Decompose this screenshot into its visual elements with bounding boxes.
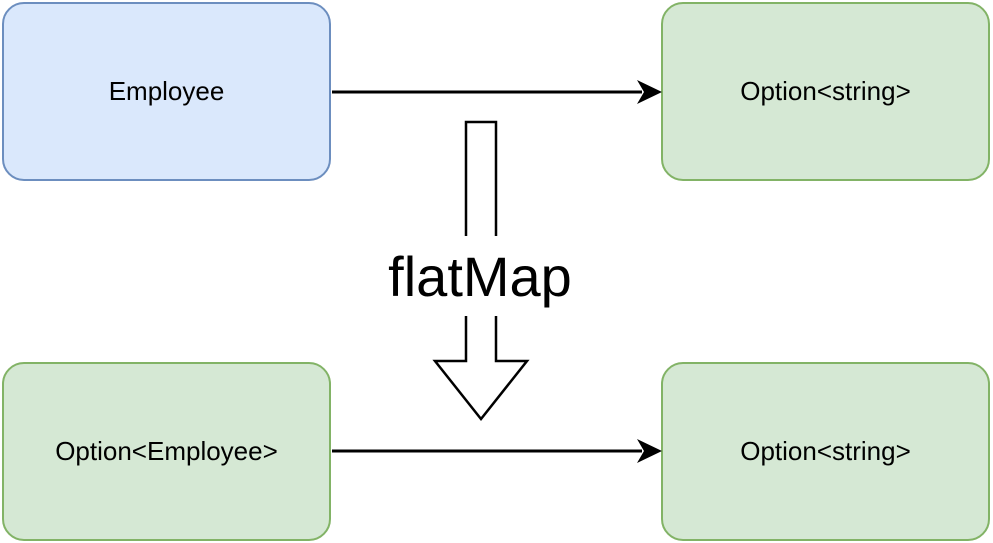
node-employee-label: Employee — [108, 76, 225, 106]
node-option-string-bottom: Option<string> — [661, 362, 990, 541]
edge-bottom-arrow — [332, 439, 662, 463]
node-option-employee-label: Option<Employee> — [55, 436, 278, 466]
node-option-string-top-label: Option<string> — [740, 76, 911, 106]
arrowhead-icon — [637, 80, 662, 104]
node-employee: Employee — [2, 2, 331, 181]
node-option-string-top: Option<string> — [661, 2, 990, 181]
arrowhead-icon — [637, 439, 662, 463]
node-option-string-bottom-label: Option<string> — [740, 436, 911, 466]
flatmap-label: flatMap — [360, 236, 600, 316]
edge-top-arrow — [332, 80, 662, 104]
node-option-employee: Option<Employee> — [2, 362, 331, 541]
